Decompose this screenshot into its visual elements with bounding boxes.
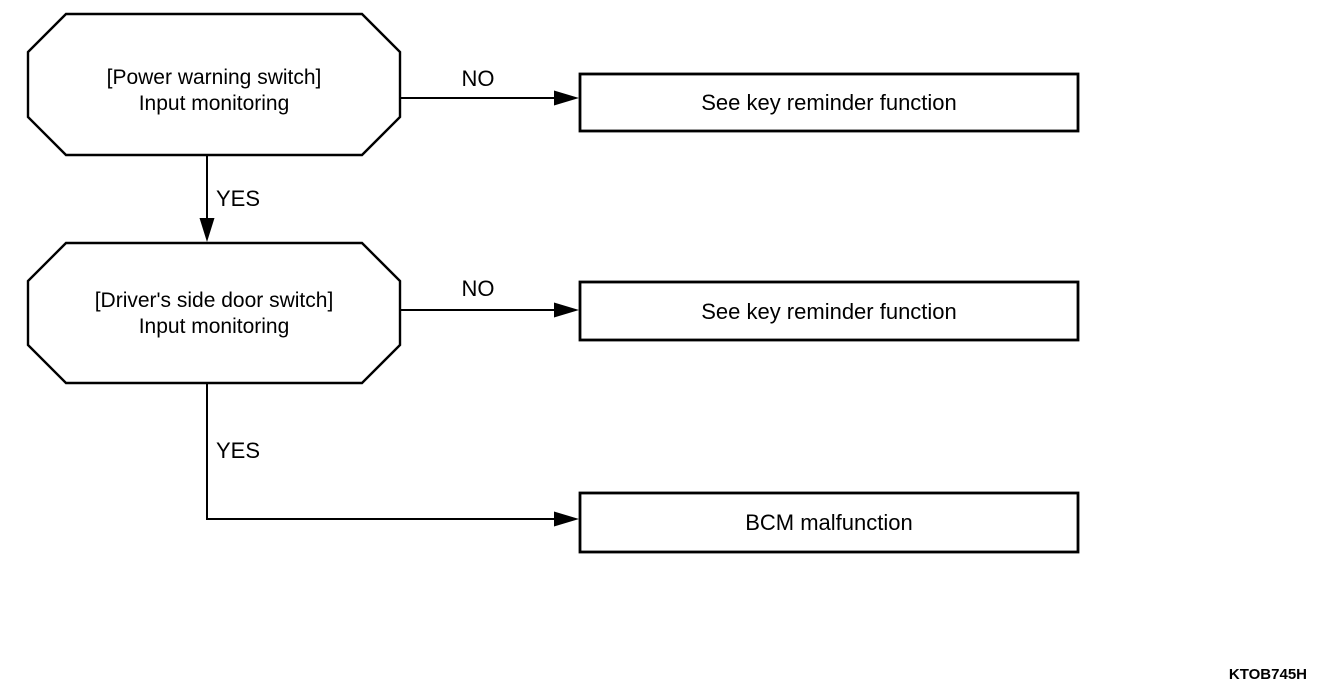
octagon-shape xyxy=(26,241,402,385)
result-box xyxy=(578,280,1080,342)
octagon-shape xyxy=(26,12,402,157)
decision-drivers-side-door-switch: [Driver's side door switch] Input monito… xyxy=(26,241,402,385)
result-box xyxy=(578,491,1080,554)
process-see-key-reminder-2: See key reminder function xyxy=(578,280,1080,342)
decision-text-line1: [Power warning switch] xyxy=(107,66,322,89)
edge-no-power-warning: NO xyxy=(400,66,579,106)
process-see-key-reminder-1: See key reminder function xyxy=(578,72,1080,133)
figure-code: KTOB745H xyxy=(1229,666,1307,683)
edge-no-drivers-door: NO xyxy=(400,276,579,318)
edge-elbow-line xyxy=(206,383,556,520)
arrowhead-right-icon xyxy=(554,90,579,106)
result-text: See key reminder function xyxy=(701,90,957,115)
result-text: BCM malfunction xyxy=(745,510,913,535)
result-text: See key reminder function xyxy=(701,299,957,324)
decision-text-line1: [Driver's side door switch] xyxy=(95,289,334,312)
result-box xyxy=(578,72,1080,133)
edge-yes-power-warning: YES xyxy=(199,155,260,242)
decision-power-warning-switch: [Power warning switch] Input monitoring xyxy=(26,12,402,157)
edge-label-no: NO xyxy=(462,276,495,301)
edge-label-yes: YES xyxy=(216,438,260,463)
arrowhead-right-icon xyxy=(554,302,579,318)
decision-text-line2: Input monitoring xyxy=(139,92,290,115)
edge-label-yes: YES xyxy=(216,186,260,211)
process-bcm-malfunction: BCM malfunction xyxy=(578,491,1080,554)
arrowhead-right-icon xyxy=(554,511,579,527)
arrowhead-down-icon xyxy=(199,218,215,242)
edge-yes-drivers-door: YES xyxy=(206,383,579,527)
decision-text-line2: Input monitoring xyxy=(139,315,290,338)
edge-label-no: NO xyxy=(462,66,495,91)
